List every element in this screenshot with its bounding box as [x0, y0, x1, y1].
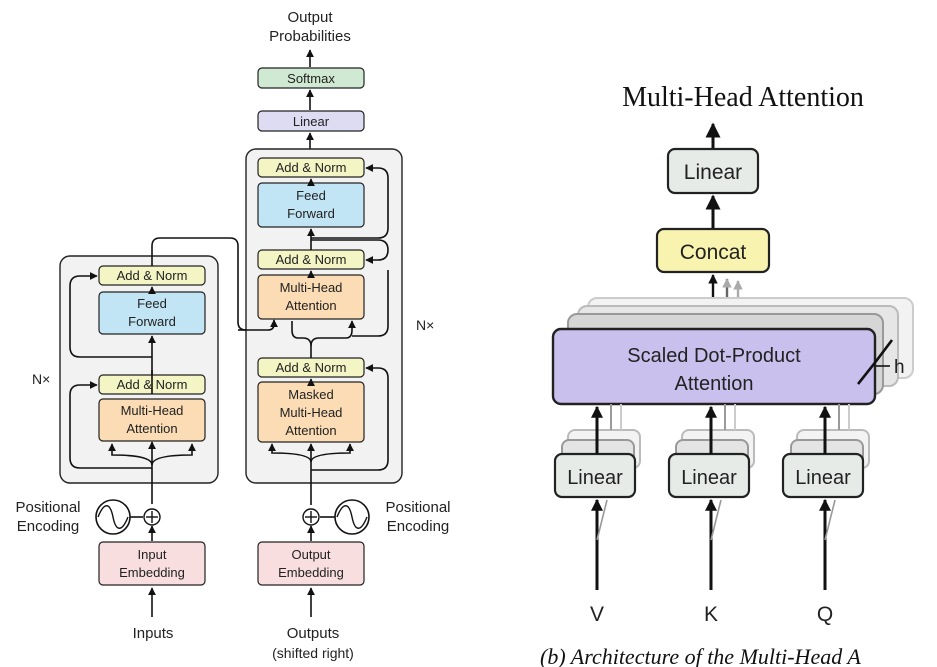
- encoder-arrows: [69, 237, 278, 504]
- sdpa-label-line1: Scaled Dot-Product: [627, 345, 801, 367]
- feed-forward-label-line1: Feed: [296, 188, 326, 203]
- v-label: V: [590, 603, 604, 626]
- q-linear-box: Linear: [781, 452, 865, 499]
- inputs-label: Inputs: [133, 625, 174, 642]
- head-count-label: h: [894, 357, 905, 378]
- add-norm-label: Add & Norm: [117, 268, 188, 283]
- output-embedding-box: Output Embedding: [257, 541, 365, 586]
- input-embedding-label-line1: Input: [138, 547, 167, 562]
- mha-title: Multi-Head Attention: [622, 82, 864, 113]
- decoder-add-norm-top: Add & Norm: [257, 157, 365, 178]
- k-label: K: [704, 603, 718, 626]
- positional-encoding-label-line2: Encoding: [387, 518, 450, 535]
- sdpa-label-line2: Attention: [675, 373, 754, 395]
- masked-mha-label-line2: Multi-Head: [280, 405, 343, 420]
- encoder-add-norm-top: Add & Norm: [98, 265, 206, 286]
- k-linear-label: Linear: [681, 467, 737, 489]
- masked-mha-label-line1: Masked: [288, 387, 334, 402]
- decoder-multi-head-attention: Multi-Head Attention: [257, 274, 365, 320]
- decoder-positional-encoding: Positional Encoding: [302, 499, 451, 535]
- output-probabilities-label-line1: Output: [287, 9, 333, 26]
- multi-head-attention-diagram: Multi-Head Attention Linear Concat Scale…: [540, 82, 914, 667]
- encoder-feed-forward: Feed Forward: [98, 291, 206, 335]
- mha-label-line2: Attention: [285, 298, 336, 313]
- positional-encoding-label-line2: Encoding: [17, 518, 80, 535]
- positional-encoding-label-line1: Positional: [15, 499, 80, 516]
- decoder-masked-multi-head-attention: Masked Multi-Head Attention: [257, 381, 365, 443]
- encoder-multi-head-attention: Multi-Head Attention: [98, 398, 206, 442]
- q-label: Q: [817, 603, 833, 626]
- positional-encoding-label-line1: Positional: [385, 499, 450, 516]
- add-norm-label: Add & Norm: [276, 360, 347, 375]
- mha-output-linear-label: Linear: [684, 161, 742, 184]
- v-linear-box: Linear: [553, 452, 637, 499]
- transformer-diagram: Output Probabilities Softmax Linear Add …: [15, 9, 450, 661]
- feed-forward-label-line2: Forward: [128, 314, 176, 329]
- sdpa-box: Scaled Dot-Product Attention: [551, 327, 877, 406]
- softmax-label: Softmax: [287, 71, 335, 86]
- output-embedding-label-line1: Output: [291, 547, 330, 562]
- decoder-add-norm-middle: Add & Norm: [257, 249, 365, 270]
- encoder-nx-label: N×: [32, 371, 50, 387]
- decoder-linear-box: Linear: [257, 110, 365, 132]
- feed-forward-label-line1: Feed: [137, 296, 167, 311]
- mha-label-line1: Multi-Head: [121, 403, 184, 418]
- add-norm-label: Add & Norm: [276, 252, 347, 267]
- input-embedding-label-line2: Embedding: [119, 565, 185, 580]
- linear-to-sdpa-arrows: [591, 405, 831, 454]
- output-embedding-label-line2: Embedding: [278, 565, 344, 580]
- encoder-stack: [59, 255, 219, 484]
- encoder-positional-encoding: Positional Encoding: [15, 499, 161, 535]
- add-norm-label: Add & Norm: [276, 160, 347, 175]
- outputs-label-line2: (shifted right): [272, 645, 354, 661]
- v-linear-label: Linear: [567, 467, 623, 489]
- feed-forward-label-line2: Forward: [287, 206, 335, 221]
- k-linear-box: Linear: [667, 452, 751, 499]
- mha-label-line1: Multi-Head: [280, 280, 343, 295]
- mha-label-line2: Attention: [126, 421, 177, 436]
- decoder-add-norm-bottom: Add & Norm: [257, 357, 365, 378]
- input-embedding-box: Input Embedding: [98, 541, 206, 586]
- decoder-nx-label: N×: [416, 317, 434, 333]
- decoder-arrows: [268, 164, 389, 505]
- masked-mha-label-line3: Attention: [285, 423, 336, 438]
- outputs-label-line1: Outputs: [287, 625, 340, 642]
- head-count-bracket: [856, 339, 894, 385]
- decoder-feed-forward: Feed Forward: [257, 182, 365, 228]
- q-linear-label: Linear: [795, 467, 851, 489]
- mha-output-linear: Linear: [666, 147, 760, 195]
- softmax-box: Softmax: [257, 67, 365, 89]
- output-probabilities-label-line2: Probabilities: [269, 28, 351, 45]
- mha-caption-partial: (b) Architecture of the Multi-Head A: [540, 644, 861, 667]
- mha-concat-box: Concat: [655, 227, 771, 274]
- input-arrows: [591, 498, 836, 590]
- mha-concat-label: Concat: [680, 241, 747, 264]
- ghost-linear-arrows: [610, 404, 850, 430]
- linear-label: Linear: [293, 114, 330, 129]
